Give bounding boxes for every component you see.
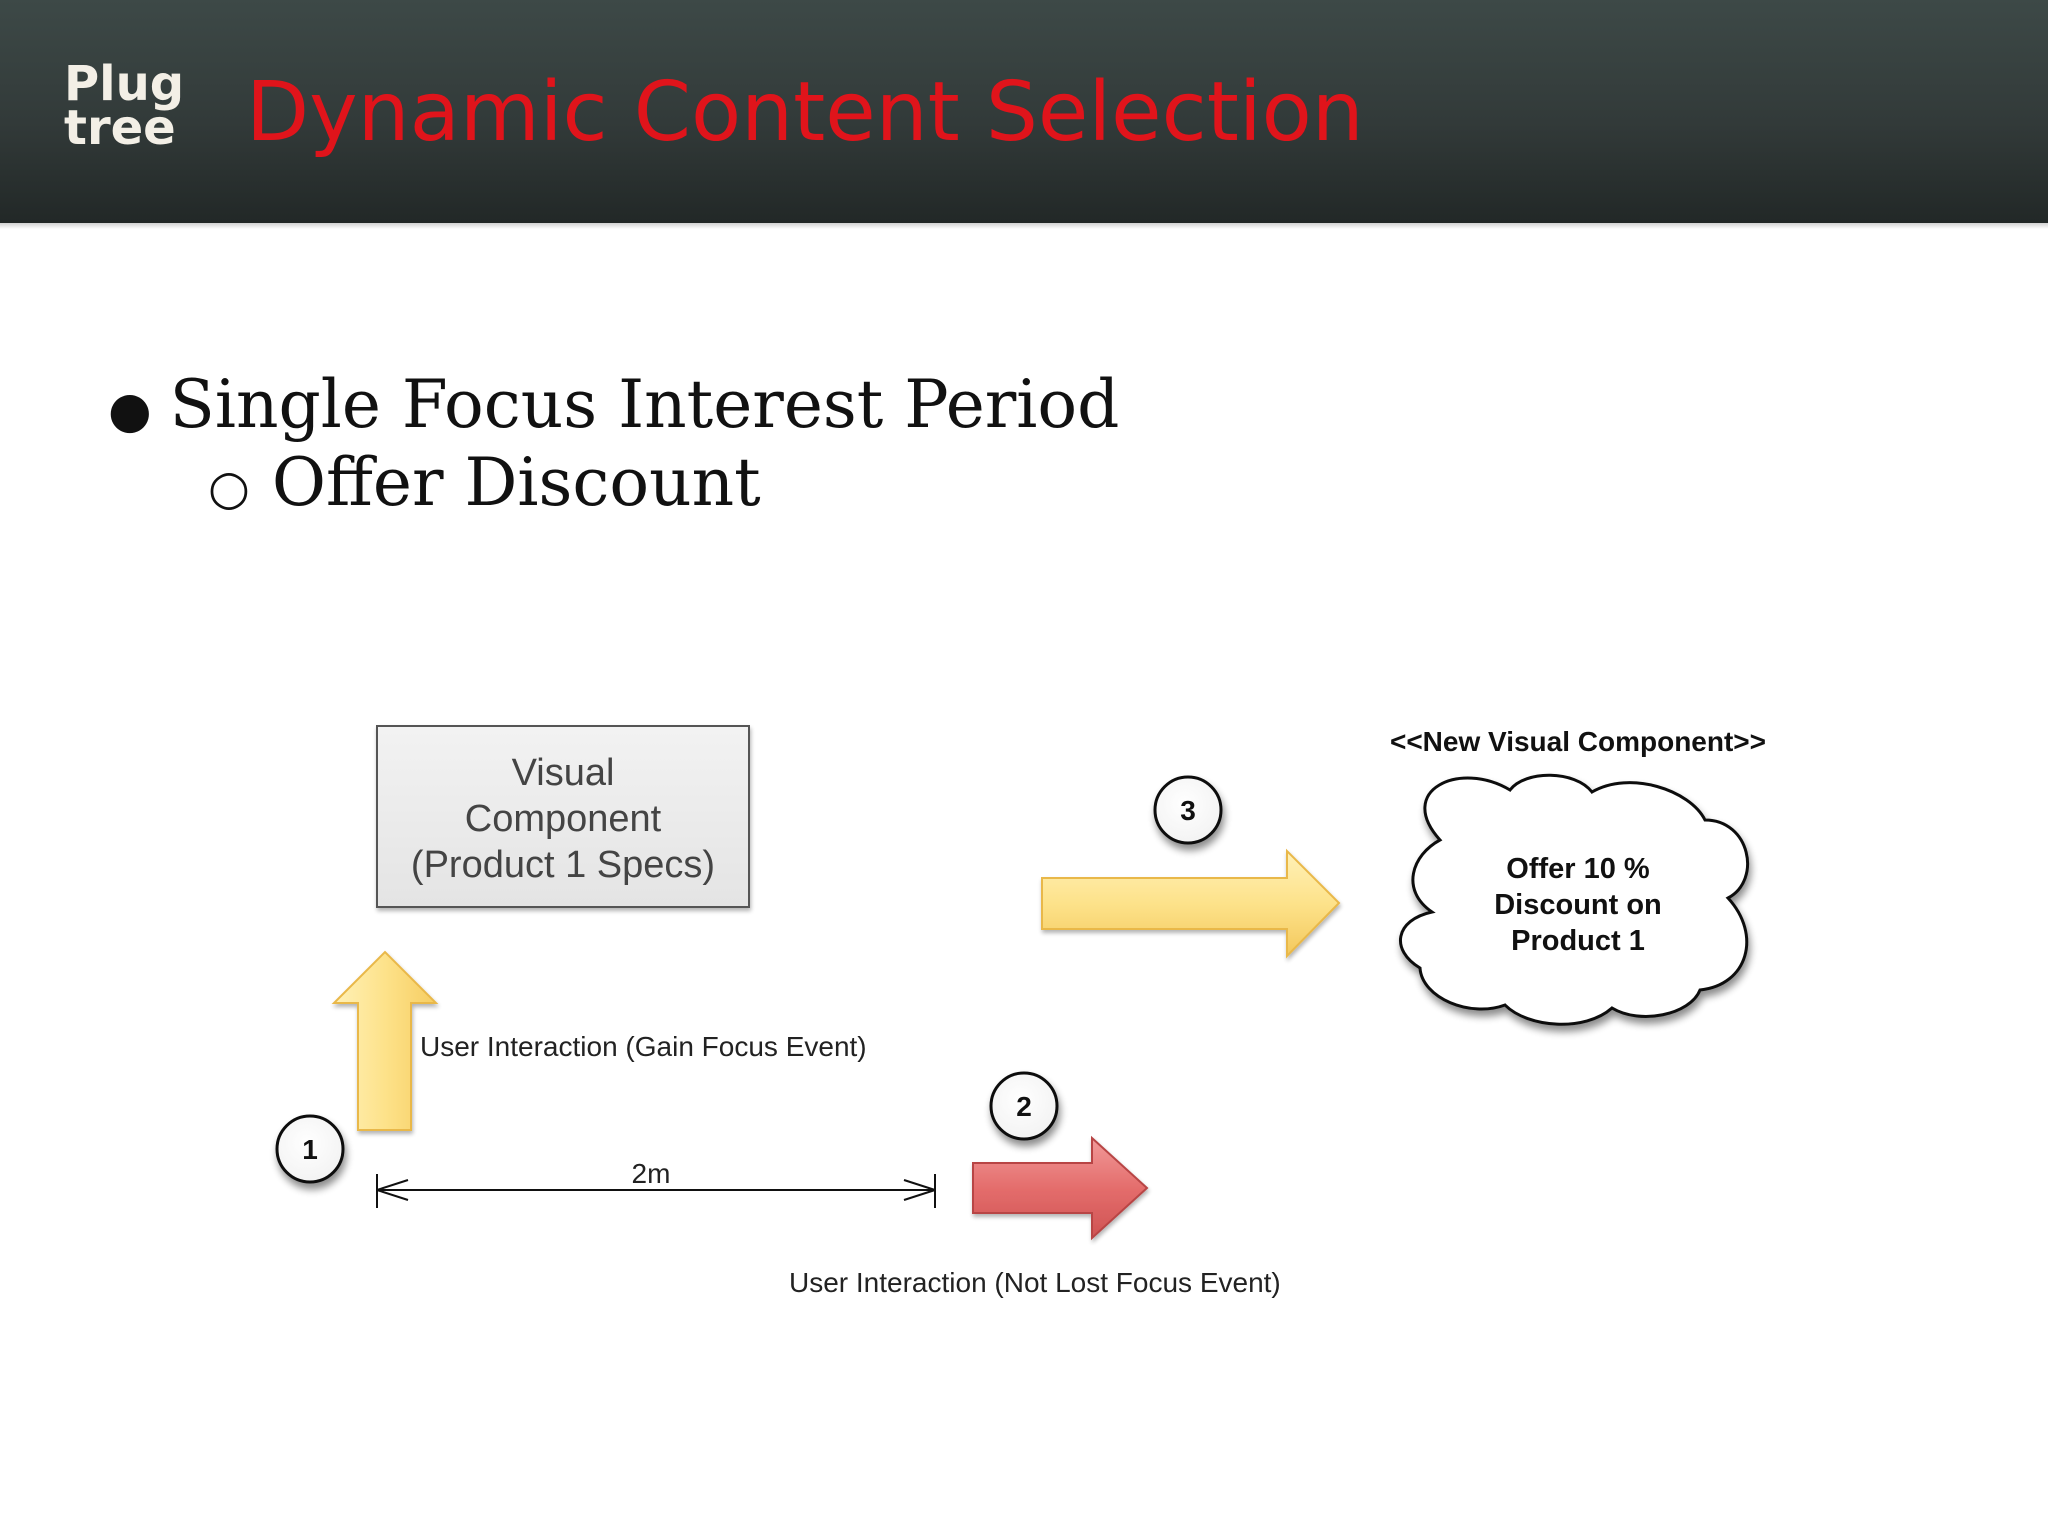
distance-dimension: 2m	[376, 1158, 936, 1208]
box-label-line-1: Visual	[512, 752, 615, 794]
logo-line-1: Plug	[64, 56, 185, 112]
cloud-text-line-3: Product 1	[1511, 925, 1645, 957]
step-2-number: 2	[1016, 1091, 1032, 1122]
not-lost-focus-label: User Interaction (Not Lost Focus Event)	[789, 1267, 1281, 1298]
visual-component-box: Visual Component (Product 1 Specs)	[376, 725, 750, 908]
header-shadow	[0, 223, 2048, 229]
step-1-badge: 1	[275, 1114, 345, 1184]
bullet-text-level-2: Offer Discount	[271, 444, 761, 521]
step-3-badge: 3	[1153, 775, 1223, 845]
plugtree-logo: Plug tree	[64, 56, 185, 162]
box-label-line-3: (Product 1 Specs)	[411, 844, 715, 886]
step-1-number: 1	[302, 1134, 318, 1165]
distance-label: 2m	[632, 1158, 671, 1189]
slide-title: Dynamic Content Selection	[246, 65, 1364, 160]
cloud-shape: Offer 10 % Discount on Product 1	[1399, 773, 1750, 1026]
header-bar	[0, 0, 2048, 223]
step-3-number: 3	[1180, 795, 1196, 826]
step-2-badge: 2	[989, 1071, 1059, 1141]
cloud-text-line-1: Offer 10 %	[1506, 853, 1650, 885]
box-label-line-2: Component	[465, 798, 662, 840]
arrow-up-icon	[331, 950, 439, 1131]
arrow-right-red-icon	[972, 1135, 1149, 1241]
gain-focus-label: User Interaction (Gain Focus Event)	[420, 1031, 867, 1062]
new-component-label: <<New Visual Component>>	[1390, 726, 1766, 757]
bullet-item-level-1: ● Single Focus Interest Period	[108, 360, 1119, 455]
bullet-item-level-2: ○ Offer Discount	[208, 438, 761, 533]
bullet-circle-icon: ○	[208, 460, 250, 516]
bullet-disc-icon: ●	[108, 381, 152, 439]
cloud-text-line-2: Discount on	[1494, 889, 1662, 921]
arrow-right-yellow-icon	[1041, 848, 1341, 959]
logo-line-2: tree	[64, 100, 176, 156]
bullet-text-level-1: Single Focus Interest Period	[169, 366, 1120, 443]
